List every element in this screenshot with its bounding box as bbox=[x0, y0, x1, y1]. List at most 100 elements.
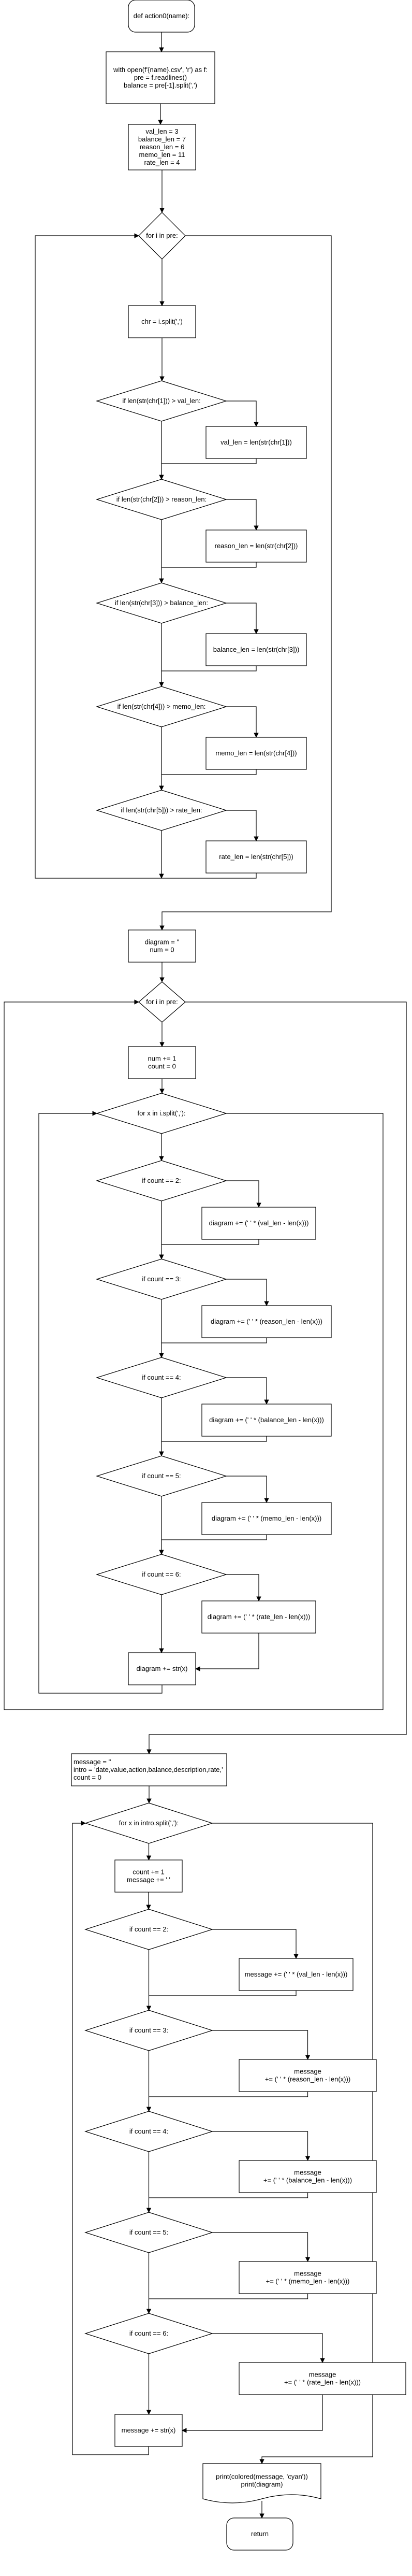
node-shape bbox=[95, 1258, 228, 1300]
node-if-reason: if len(str(chr[2])) > reason_len: bbox=[95, 479, 228, 520]
node-label: message += ' ' bbox=[127, 1876, 170, 1884]
node-label: count += 1 bbox=[133, 1868, 164, 1876]
node-shape bbox=[114, 2414, 183, 2447]
node-label: if count == 4: bbox=[142, 1373, 181, 1381]
node-shape bbox=[84, 2111, 213, 2152]
node-shape bbox=[226, 2517, 293, 2551]
edge-12 bbox=[161, 666, 257, 671]
edge-50 bbox=[212, 2030, 311, 2060]
edges bbox=[4, 32, 407, 2518]
node-d-set3: diagram += (' ' * (reason_len - len(x))) bbox=[201, 1305, 332, 1338]
node-shape bbox=[71, 1753, 227, 1786]
node-d-set2: diagram += (' ' * (val_len - len(x))) bbox=[201, 1207, 316, 1240]
node-label: diagram = '' bbox=[145, 938, 180, 946]
node-label: diagram += (' ' * (val_len - len(x))) bbox=[209, 1219, 309, 1227]
edge-57 bbox=[149, 2294, 308, 2299]
node-shape bbox=[106, 51, 215, 104]
node-loop1: for i in pre: bbox=[138, 212, 186, 260]
node-label: count = 0 bbox=[148, 1063, 176, 1070]
node-shape bbox=[201, 1207, 316, 1240]
node-label: intro = 'date,value,action,balance,descr… bbox=[73, 1766, 223, 1773]
node-d-set4: diagram += (' ' * (balance_len - len(x))… bbox=[201, 1404, 332, 1437]
node-shape bbox=[128, 1652, 196, 1685]
edge-6 bbox=[161, 459, 257, 464]
node-label: if len(str(chr[2])) > reason_len: bbox=[116, 495, 207, 503]
node-label: rate_len = len(str(chr[5])) bbox=[219, 853, 293, 861]
node-label: for x in i.split(','): bbox=[137, 1109, 185, 1117]
node-label: message += str(x) bbox=[122, 2426, 176, 2434]
node-set-val: val_len = len(str(chr[1])) bbox=[205, 426, 307, 459]
node-label: message += (' ' * (val_len - len(x))) bbox=[245, 1970, 348, 1978]
edge-15 bbox=[161, 769, 257, 775]
edge-63 bbox=[212, 1823, 373, 2464]
edge-8 bbox=[226, 499, 259, 531]
node-label: diagram += (' ' * (rate_len - len(x))) bbox=[208, 1613, 311, 1621]
node-label: += (' ' * (memo_len - len(x))) bbox=[266, 2278, 350, 2285]
node-d-set5: diagram += (' ' * (memo_len - len(x))) bbox=[201, 1502, 332, 1535]
node-diag-init: diagram = ''num = 0 bbox=[128, 929, 196, 963]
node-label: if len(str(chr[5])) > rate_len: bbox=[121, 806, 202, 814]
node-shape bbox=[84, 2313, 213, 2354]
node-label: def action0(name): bbox=[134, 12, 189, 20]
node-shape bbox=[205, 737, 307, 770]
node-label: if len(str(chr[1])) > val_len: bbox=[122, 397, 200, 405]
node-label: print(diagram) bbox=[241, 2481, 283, 2488]
node-label: reason_len = 6 bbox=[140, 143, 184, 151]
node-label: pre = f.readlines() bbox=[134, 74, 187, 81]
node-shape bbox=[84, 1909, 213, 1950]
node-shape bbox=[114, 1859, 183, 1893]
edge-51 bbox=[149, 2092, 308, 2097]
edge-36 bbox=[161, 1535, 267, 1540]
node-m-str: message += str(x) bbox=[114, 2414, 183, 2447]
node-label: chr = i.split(',') bbox=[141, 318, 183, 325]
node-m-set2: message += (' ' * (val_len - len(x))) bbox=[239, 1958, 354, 1991]
node-label: if count == 5: bbox=[129, 2228, 168, 2236]
node-shape bbox=[128, 124, 196, 170]
node-m-if5: if count == 5: bbox=[84, 2212, 213, 2253]
node-start: def action0(name): bbox=[128, 0, 195, 33]
node-label: message bbox=[294, 2270, 321, 2278]
node-shape bbox=[84, 2010, 213, 2051]
node-label: message bbox=[309, 2371, 336, 2379]
node-d-if5: if count == 5: bbox=[95, 1455, 228, 1497]
edge-18 bbox=[161, 873, 257, 879]
node-m-if6: if count == 6: bbox=[84, 2313, 213, 2354]
node-if-rate: if len(str(chr[5])) > rate_len: bbox=[95, 790, 228, 831]
node-set-rate: rate_len = len(str(chr[5])) bbox=[205, 840, 307, 874]
node-label: if count == 2: bbox=[142, 1177, 181, 1184]
node-d-if3: if count == 3: bbox=[95, 1258, 228, 1300]
node-label: for x in intro.split(','): bbox=[119, 1819, 179, 1827]
node-loop-x: for x in i.split(','): bbox=[95, 1093, 228, 1134]
node-label: print(colored(message, 'cyan')) bbox=[216, 2473, 308, 2481]
node-shape bbox=[95, 1160, 228, 1201]
node-label: if count == 3: bbox=[129, 2026, 168, 2034]
node-label: if count == 4: bbox=[129, 2127, 168, 2135]
edge-32 bbox=[226, 1377, 269, 1405]
node-label: message = '' bbox=[73, 1758, 111, 1766]
node-shape bbox=[128, 929, 196, 963]
edge-17 bbox=[226, 810, 259, 841]
node-print: print(colored(message, 'cyan'))print(dia… bbox=[202, 2463, 321, 2503]
node-shape bbox=[95, 1455, 228, 1497]
edge-21 bbox=[159, 235, 332, 931]
node-shape bbox=[239, 2059, 377, 2092]
node-shape bbox=[95, 1554, 228, 1595]
node-shape bbox=[205, 633, 307, 666]
node-label: message bbox=[294, 2169, 321, 2177]
edge-5 bbox=[226, 400, 259, 427]
node-m-set4: message+= (' ' * (balance_len - len(x))) bbox=[239, 2160, 377, 2193]
node-m-if4: if count == 4: bbox=[84, 2111, 213, 2152]
node-label: if len(str(chr[4])) > memo_len: bbox=[117, 703, 206, 710]
node-shape bbox=[95, 479, 228, 520]
node-shape bbox=[205, 426, 307, 459]
node-label: if count == 6: bbox=[129, 2329, 168, 2337]
node-label: memo_len = len(str(chr[4])) bbox=[215, 749, 297, 757]
node-label: diagram += str(x) bbox=[137, 1665, 188, 1672]
edge-9 bbox=[161, 562, 257, 568]
node-set-memo: memo_len = len(str(chr[4])) bbox=[205, 737, 307, 770]
node-label: num = 0 bbox=[150, 946, 174, 954]
node-split-i: chr = i.split(',') bbox=[128, 305, 196, 338]
node-label: memo_len = 11 bbox=[139, 151, 185, 159]
